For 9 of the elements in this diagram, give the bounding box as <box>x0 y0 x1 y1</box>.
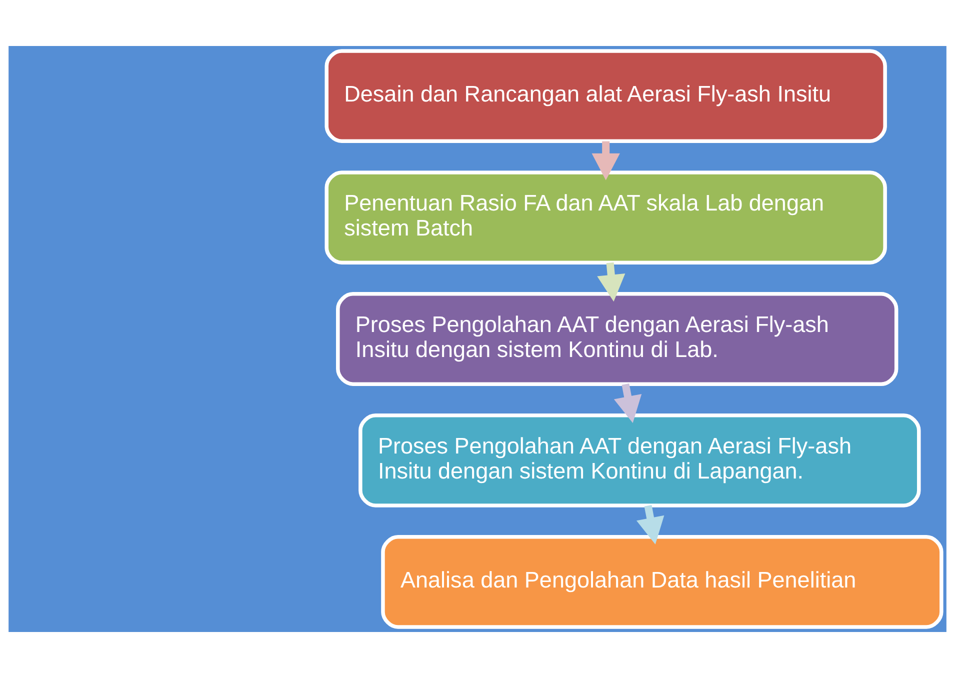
arrow <box>597 262 626 302</box>
node-box: Analisa dan Pengolahan Data hasil Penelitian <box>381 534 944 629</box>
arrow <box>592 141 620 180</box>
arrow <box>614 384 642 423</box>
node-box: Proses Pengolahan AAT dengan Aerasi Fly-ash Insitu dengan sistem Kontinu di Lapangan. <box>358 414 921 508</box>
node-box: Desain dan Rancangan alat Aerasi Fly-ash Insitu <box>324 49 887 144</box>
node-box: Penentuan Rasio FA dan AAT skala Lab dengan sistem Batch <box>324 170 887 264</box>
node-box: Proses Pengolahan AAT dengan Aerasi Fly-ash Insitu dengan sistem Kontinu di Lab. <box>336 292 898 386</box>
arrow <box>636 504 664 544</box>
